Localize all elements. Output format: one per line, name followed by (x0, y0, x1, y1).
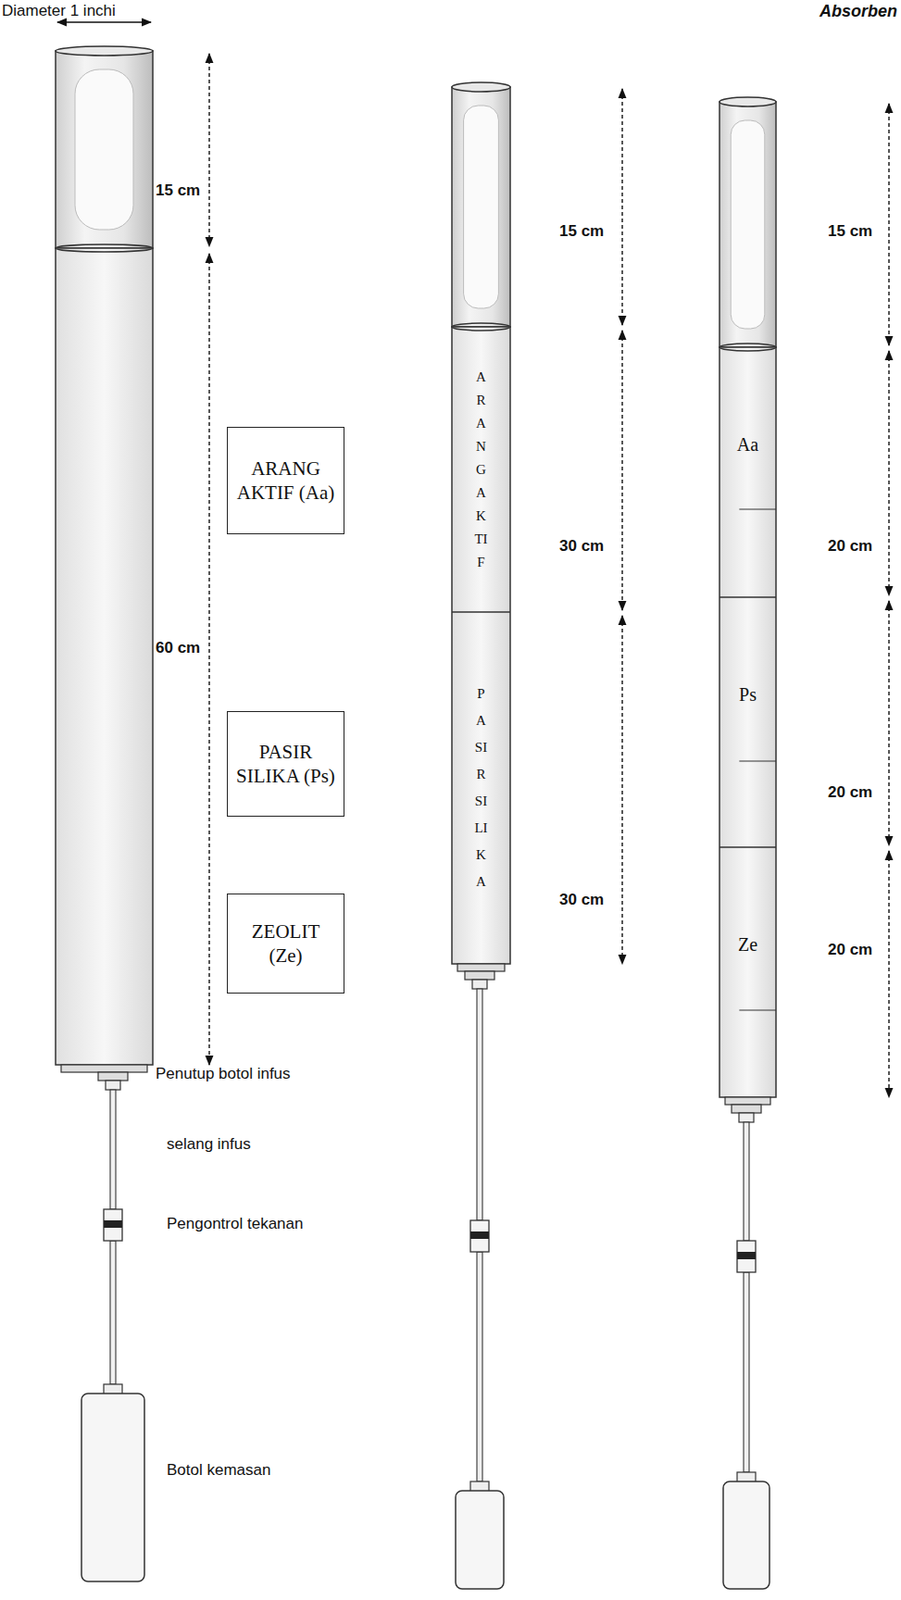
inner-bottle (463, 105, 500, 309)
layer-boundary (719, 846, 776, 849)
part-label: selang infus (166, 1135, 251, 1154)
media-layer: Ps (721, 600, 775, 845)
filter-column (719, 97, 776, 1590)
layer-name: ARANG AKTIF (474, 365, 489, 575)
bottle-cap (105, 1080, 121, 1090)
collection-bottle (723, 1481, 770, 1590)
media-layer: ARANG AKTIF (453, 329, 509, 610)
pressure-controller (103, 1209, 123, 1241)
collection-bottle (455, 1490, 504, 1590)
infusion-hose (743, 1272, 750, 1473)
layer-name: ARANG AKTIF (Aa) (235, 456, 337, 506)
infusion-hose (110, 1240, 116, 1385)
media-label-box: PASIR SILIKA (Ps) (226, 711, 345, 817)
bottle-cap (98, 1072, 128, 1081)
dimension-label: 15 cm (155, 181, 201, 201)
bottle-cap (464, 971, 495, 980)
layer-name: Aa (737, 434, 759, 456)
part-label: Pengontrol tekanan (166, 1214, 303, 1234)
water-section (55, 50, 153, 249)
dimension-label: 30 cm (559, 890, 604, 910)
layer-boundary (719, 343, 776, 351)
layer-name: PASIR SILIKA (474, 680, 489, 896)
layer-name: PASIR SILIKA (Ps) (235, 739, 337, 789)
water-section (451, 87, 511, 327)
filter-column (55, 46, 153, 1582)
layer-boundary (451, 611, 511, 614)
level-mark (738, 509, 776, 511)
infusion-hose (110, 1089, 116, 1210)
pressure-controller (103, 1220, 123, 1228)
dimension-label: 15 cm (559, 222, 604, 241)
media-section (55, 248, 153, 1065)
media-section (451, 326, 511, 964)
dimension-label: 20 cm (827, 783, 873, 802)
media-layer: PASIR SILIKA (453, 614, 509, 962)
inner-bottle (75, 69, 134, 230)
layer-name: Ze (738, 934, 758, 956)
water-section (719, 101, 776, 348)
bottle-cap (725, 1097, 771, 1105)
pressure-controller (737, 1240, 756, 1273)
dimension-label: Diameter 1 inchi (1, 1, 116, 21)
bottle-cap (738, 1113, 754, 1123)
media-layer: Ze (721, 850, 775, 1095)
dimension-label: 60 cm (155, 638, 201, 658)
dimension-label: 20 cm (827, 537, 873, 556)
dimension-label: 30 cm (559, 537, 604, 556)
bottle-cap (457, 963, 505, 972)
bottle-cap (731, 1104, 762, 1114)
layer-boundary (719, 596, 776, 599)
infusion-hose (476, 1251, 483, 1482)
media-layer: Aa (721, 350, 775, 595)
filter-column (451, 82, 511, 1590)
layer-boundary (451, 323, 511, 331)
layer-boundary (55, 244, 153, 252)
tube-rim (719, 97, 776, 107)
media-label-box: ARANG AKTIF (Aa) (226, 426, 345, 535)
level-mark (738, 1010, 776, 1012)
dimension-label: 20 cm (827, 940, 873, 960)
inner-bottle (730, 120, 765, 329)
dimension-label: 15 cm (827, 222, 873, 241)
section-heading: Absorben (819, 1, 898, 22)
collection-bottle (81, 1393, 145, 1582)
media-label-box: ZEOLIT (Ze) (226, 893, 345, 994)
infusion-hose (476, 988, 483, 1221)
level-mark (738, 761, 776, 763)
pressure-controller (470, 1231, 489, 1239)
layer-name: ZEOLIT (Ze) (235, 919, 337, 969)
bottle-cap (61, 1064, 148, 1073)
media-section (719, 347, 776, 1098)
part-label: Penutup botol infus (155, 1064, 291, 1084)
bottle-cap (472, 979, 488, 989)
layer-name: Ps (738, 684, 757, 706)
tube-rim (55, 46, 153, 56)
pressure-controller (737, 1251, 756, 1260)
infusion-hose (743, 1122, 750, 1241)
tube-rim (451, 82, 511, 92)
pressure-controller (470, 1220, 489, 1252)
part-label: Botol kemasan (166, 1461, 271, 1480)
